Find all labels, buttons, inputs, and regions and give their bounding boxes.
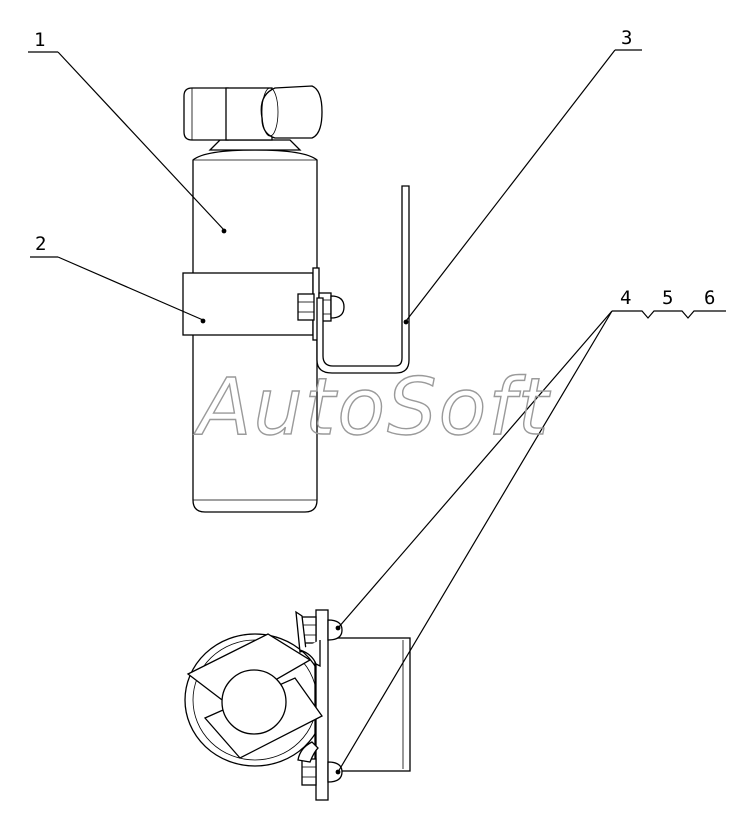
mounting-bracket: [316, 185, 410, 374]
receiver-drier-side-view: [182, 85, 410, 513]
callout-label-3: 3: [621, 27, 632, 49]
callout-label-4: 4: [620, 287, 631, 309]
receiver-drier-top-view: [184, 609, 411, 801]
watermark-text: AutoSoft: [193, 363, 551, 453]
callout-1: 1: [28, 29, 227, 234]
callout-label-6: 6: [704, 287, 715, 309]
callout-label-5: 5: [662, 287, 673, 309]
callout-label-2: 2: [35, 233, 46, 255]
callout-3: 3: [403, 27, 642, 325]
top-fitting: [183, 85, 323, 141]
callout-2: 2: [30, 233, 206, 324]
callout-456: 4 5 6: [335, 287, 726, 775]
callout-label-1: 1: [34, 29, 45, 51]
callouts: 1 2 3 4 5 6: [28, 27, 726, 775]
